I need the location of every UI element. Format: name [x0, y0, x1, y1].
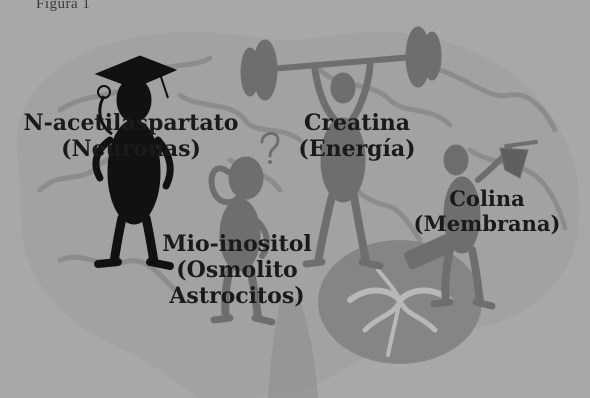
cerebellum-icon [318, 240, 482, 364]
label-naa: N-acetilaspartato (Neuronas) [16, 111, 246, 163]
label-myoinositol-role-2: Astrocitos) [152, 284, 322, 310]
label-choline: Colina (Membrana) [404, 187, 570, 237]
label-choline-role: (Membrana) [404, 212, 570, 237]
label-naa-role: (Neuronas) [16, 137, 246, 163]
label-creatine-name: Creatina [288, 111, 426, 137]
label-myoinositol: Mio-inositol (Osmolito Astrocitos) [152, 232, 322, 310]
label-creatine: Creatina (Energía) [288, 111, 426, 163]
label-creatine-role: (Energía) [288, 137, 426, 163]
label-myoinositol-name: Mio-inositol [152, 232, 322, 258]
figure-caption: Figura 1 [36, 0, 90, 13]
label-naa-name: N-acetilaspartato [16, 111, 246, 137]
label-myoinositol-role-1: (Osmolito [152, 258, 322, 284]
label-choline-name: Colina [404, 187, 570, 212]
